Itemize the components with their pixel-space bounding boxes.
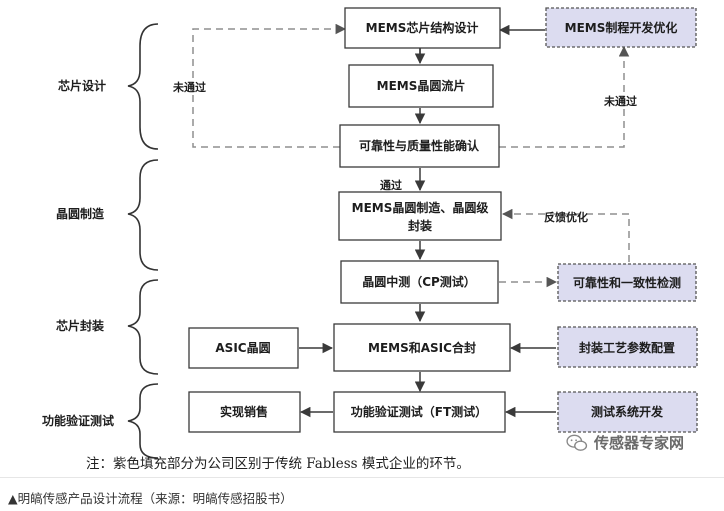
edge-label-feedback: 反馈优化 xyxy=(544,210,588,224)
box-wafer-mfg: MEMS晶圆制造、晶圆级 封装 xyxy=(338,191,502,241)
box-wafer-mfg-label-2: 封装 xyxy=(408,218,432,233)
box-reliability-consistency: 可靠性和一致性检测 xyxy=(557,263,697,302)
box-mems-structure-design-label: MEMS芯片结构设计 xyxy=(366,20,479,35)
box-test-system-dev: 测试系统开发 xyxy=(557,391,698,433)
box-mems-asic-package-label: MEMS和ASIC合封 xyxy=(368,340,476,355)
box-ft-test-label: 功能验证测试（FT测试） xyxy=(351,404,487,419)
stage-brace-wafer-mfg xyxy=(127,159,159,271)
box-asic-wafer-label: ASIC晶圆 xyxy=(215,340,270,355)
edge-label-fail-right: 未通过 xyxy=(603,94,637,108)
box-wafer-cp-test-label: 晶圆中测（CP测试） xyxy=(362,274,476,289)
stage-label-function-test: 功能验证测试 xyxy=(42,413,114,428)
stage-label-chip-package: 芯片封装 xyxy=(56,318,104,333)
box-wafer-cp-test: 晶圆中测（CP测试） xyxy=(340,260,499,304)
footnote: 注：紫色填充部分为公司区别于传统 Fabless 模式企业的环节。 xyxy=(86,456,470,472)
wechat-icon xyxy=(566,434,588,451)
edge-label-fail-left: 未通过 xyxy=(172,80,206,94)
box-reliability-confirm-label: 可靠性与质量性能确认 xyxy=(359,138,480,153)
box-package-params-label: 封装工艺参数配置 xyxy=(579,340,675,355)
box-mems-wafer-tapeout: MEMS晶圆流片 xyxy=(348,64,494,108)
box-mems-process-dev: MEMS制程开发优化 xyxy=(545,7,697,48)
watermark-text: 传感器专家网 xyxy=(594,434,685,452)
box-mems-structure-design: MEMS芯片结构设计 xyxy=(344,7,501,49)
box-mems-process-dev-label: MEMS制程开发优化 xyxy=(565,20,678,35)
solid-arrows xyxy=(299,24,556,418)
box-mems-asic-package: MEMS和ASIC合封 xyxy=(333,323,511,372)
box-sales: 实现销售 xyxy=(188,391,301,433)
edge-label-pass: 通过 xyxy=(380,178,402,192)
stage-label-chip-design: 芯片设计 xyxy=(58,78,106,93)
dashed-feedback-optimize xyxy=(501,208,630,262)
box-ft-test: 功能验证测试（FT测试） xyxy=(333,391,506,433)
box-mems-wafer-tapeout-label: MEMS晶圆流片 xyxy=(377,78,466,93)
figure-caption: ▲明皜传感产品设计流程（来源：明皜传感招股书） xyxy=(8,491,293,506)
box-wafer-mfg-label-1: MEMS晶圆制造、晶圆级 xyxy=(352,200,489,215)
box-reliability-confirm: 可靠性与质量性能确认 xyxy=(339,124,500,168)
box-asic-wafer: ASIC晶圆 xyxy=(188,327,299,369)
box-sales-label: 实现销售 xyxy=(220,404,268,419)
dashed-loop-right xyxy=(499,45,630,148)
divider xyxy=(0,477,724,478)
stage-label-wafer-mfg: 晶圆制造 xyxy=(56,206,105,221)
box-test-system-dev-label: 测试系统开发 xyxy=(591,404,664,419)
dashed-loop-left xyxy=(192,23,347,148)
watermark: 传感器专家网 xyxy=(566,432,684,453)
stage-brace-function-test xyxy=(127,383,159,459)
box-package-params: 封装工艺参数配置 xyxy=(557,326,698,368)
box-reliability-consistency-label: 可靠性和一致性检测 xyxy=(573,275,681,290)
stage-brace-chip-package xyxy=(127,279,159,375)
stage-brace-chip-design xyxy=(127,23,159,150)
